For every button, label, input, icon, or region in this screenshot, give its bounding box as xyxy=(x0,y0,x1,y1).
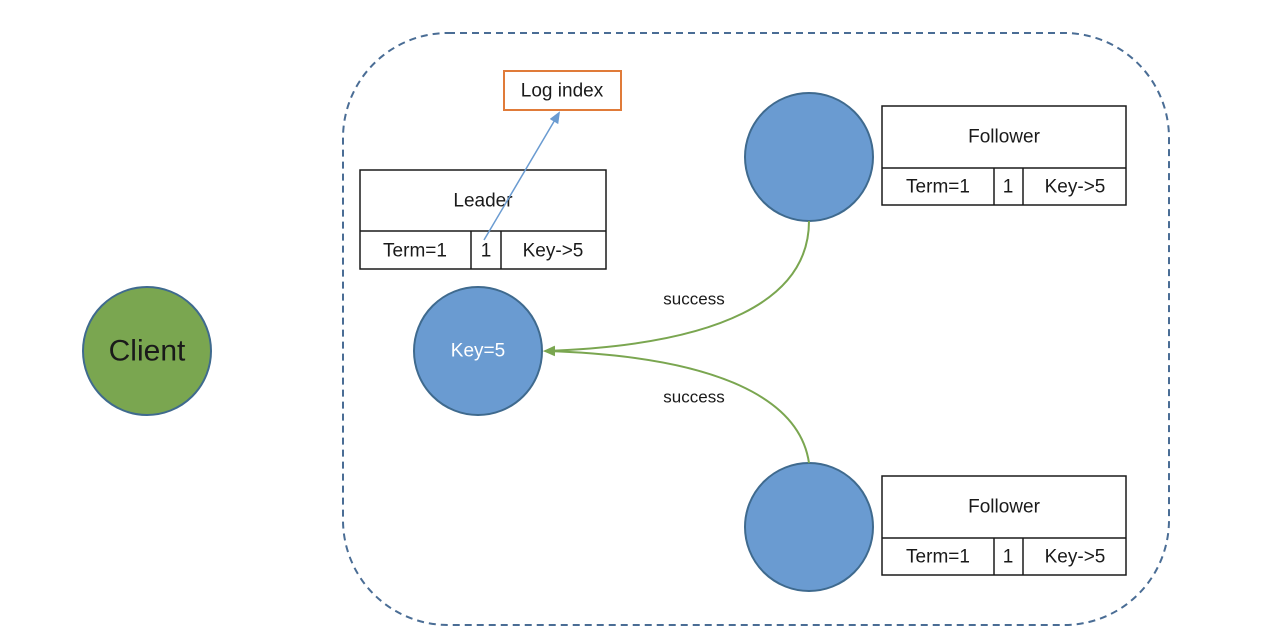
leader-key-label: Key=5 xyxy=(451,341,505,362)
leader-entry: Key->5 xyxy=(523,241,584,262)
follower-1-term: Term=1 xyxy=(906,177,970,198)
leader-node: Key=5 xyxy=(413,286,543,416)
client-circle xyxy=(82,286,212,416)
follower-2-term: Term=1 xyxy=(906,547,970,568)
client-label: Client xyxy=(109,335,186,368)
log-index-pointer xyxy=(483,111,561,241)
follower-2-circle xyxy=(744,462,874,592)
leader-term: Term=1 xyxy=(383,241,447,262)
leader-log-table: Leader Term=1 1 Key->5 xyxy=(359,169,607,270)
success-label-bottom: success xyxy=(663,388,724,407)
follower-2-title: Follower xyxy=(968,497,1040,518)
leader-circle xyxy=(413,286,543,416)
leader-index: 1 xyxy=(481,241,492,262)
client-node: Client xyxy=(82,286,212,416)
success-label-top: success xyxy=(663,290,724,309)
log-index-box xyxy=(503,70,622,111)
log-index-callout: Log index xyxy=(503,70,622,111)
success-edge-top xyxy=(543,220,810,356)
log-index-label: Log index xyxy=(521,81,604,102)
leader-title: Leader xyxy=(453,191,513,212)
follower-1: Follower Term=1 1 Key->5 xyxy=(744,92,1127,222)
follower-1-title: Follower xyxy=(968,127,1040,148)
follower-2: Follower Term=1 1 Key->5 xyxy=(744,462,1127,592)
follower-1-index: 1 xyxy=(1003,177,1014,198)
follower-2-index: 1 xyxy=(1003,547,1014,568)
follower-2-entry: Key->5 xyxy=(1045,547,1106,568)
follower-1-circle xyxy=(744,92,874,222)
success-edge-bottom xyxy=(543,346,810,464)
cluster-boundary xyxy=(342,32,1170,626)
follower-1-entry: Key->5 xyxy=(1045,177,1106,198)
